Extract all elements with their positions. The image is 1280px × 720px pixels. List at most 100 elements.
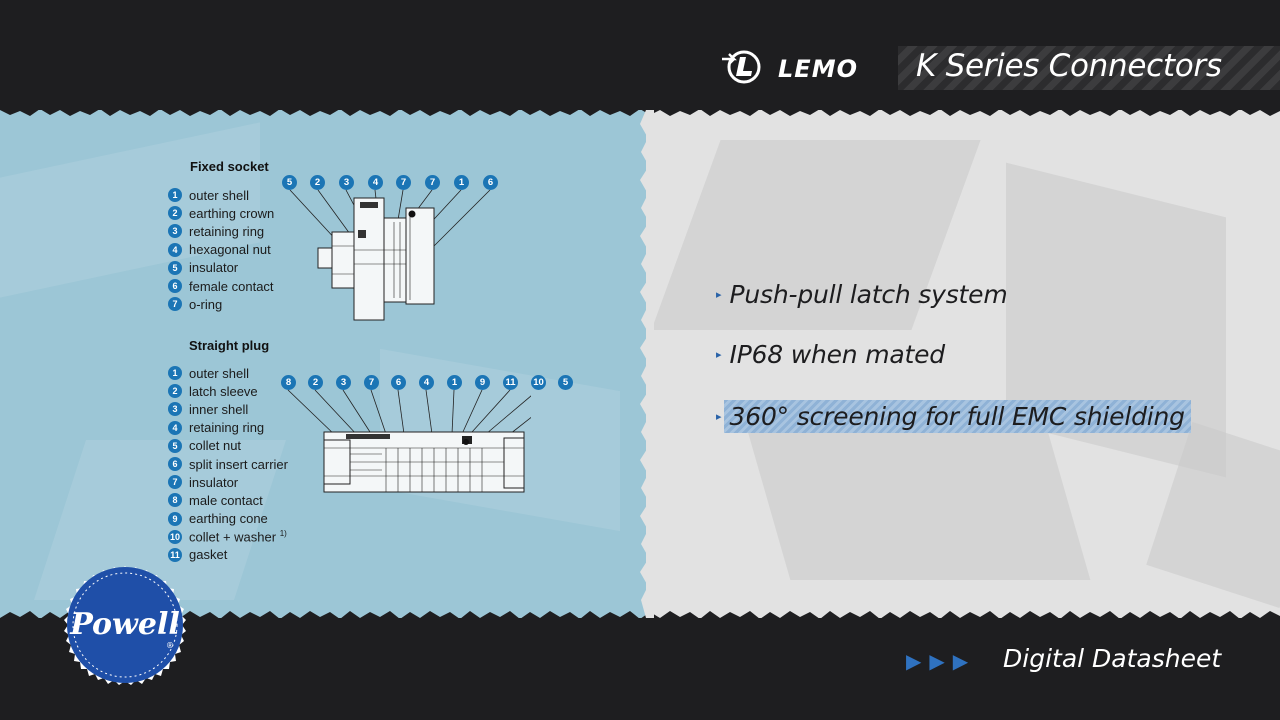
footer-bar xyxy=(0,618,1280,720)
callout-number: 8 xyxy=(168,493,182,508)
torn-edge-top xyxy=(0,104,1280,116)
legend-item: 3 retaining ring xyxy=(168,222,274,240)
legend-label: outer shell xyxy=(189,187,249,203)
lemo-logo: LEMO xyxy=(722,50,858,84)
callout-marker: 3 xyxy=(336,375,351,390)
legend-item: 3 inner shell xyxy=(168,400,288,418)
legend-item: 2 latch sleeve xyxy=(168,382,288,400)
play-arrows: ▶ ▶ ▶ xyxy=(906,651,968,671)
legend-label: earthing cone xyxy=(189,511,268,527)
callout-marker: 6 xyxy=(483,175,498,190)
callout-marker: 9 xyxy=(475,375,490,390)
callout-number: 7 xyxy=(168,475,182,490)
callout-marker: 5 xyxy=(558,375,573,390)
callout-marker: 1 xyxy=(454,175,469,190)
features-panel xyxy=(646,110,1280,618)
feature-item: ▸ IP68 when mated xyxy=(716,340,945,369)
legend-label: collet + washer 1) xyxy=(189,529,287,544)
callout-number: 10 xyxy=(168,529,182,544)
play-arrow-icon: ▶ xyxy=(929,649,945,673)
feature-text: 360° screening for full EMC shielding xyxy=(723,400,1191,433)
diagram-panel xyxy=(0,110,646,618)
legend-label: insulator xyxy=(189,260,239,276)
title-band xyxy=(898,46,1280,90)
bullet-triangle-icon: ▸ xyxy=(716,410,722,423)
legend-label: outer shell xyxy=(189,365,249,381)
callout-marker: 2 xyxy=(308,375,323,390)
legend-label-text: collet + washer xyxy=(189,529,277,545)
callout-marker: 8 xyxy=(281,375,296,390)
play-arrow-icon: ▶ xyxy=(952,649,969,673)
legend-label: male contact xyxy=(189,492,263,508)
lemo-emblem-icon xyxy=(722,50,761,84)
torn-edge-divider xyxy=(640,110,654,618)
callout-number: 3 xyxy=(168,224,182,239)
feature-item: ▸ Push-pull latch system xyxy=(716,280,1008,309)
callout-marker: 3 xyxy=(339,175,354,190)
legend-item: 6 split insert carrier xyxy=(168,455,288,473)
legend-item: 7 insulator xyxy=(168,473,288,491)
legend-label: hexagonal nut xyxy=(189,242,271,258)
straight-plug-title: Straight plug xyxy=(189,338,270,353)
play-arrow-icon: ▶ xyxy=(906,649,922,673)
fixed-socket-title: Fixed socket xyxy=(190,159,269,174)
legend-label: split insert carrier xyxy=(189,456,288,472)
callout-number: 6 xyxy=(168,457,182,472)
feature-text: Push-pull latch system xyxy=(729,280,1008,309)
feature-item-highlighted: ▸ 360° screening for full EMC shielding xyxy=(716,400,1191,433)
legend-label: collet nut xyxy=(189,438,242,454)
legend-label: retaining ring xyxy=(189,420,265,436)
series-title: K Series Connectors xyxy=(916,48,1222,84)
legend-item: 8 male contact xyxy=(168,491,288,509)
callout-marker: 7 xyxy=(396,175,411,190)
legend-item: 11 gasket xyxy=(168,546,288,564)
callout-number: 3 xyxy=(168,402,182,417)
legend-item: 9 earthing cone xyxy=(168,510,288,528)
callout-marker: 10 xyxy=(531,375,546,390)
straight-plug-callouts: 8 2 3 7 6 4 1 9 11 10 5 xyxy=(281,375,576,395)
powell-seal-icon xyxy=(64,566,186,685)
legend-item: 5 collet nut xyxy=(168,437,288,455)
feature-text: IP68 when mated xyxy=(729,340,946,369)
bullet-triangle-icon: ▸ xyxy=(716,348,722,361)
legend-label: o-ring xyxy=(189,296,223,312)
legend-label: retaining ring xyxy=(189,223,265,239)
callout-marker: 4 xyxy=(368,175,383,190)
callout-number: 9 xyxy=(168,511,182,526)
callout-marker: 5 xyxy=(282,175,297,190)
callout-number: 2 xyxy=(168,384,182,399)
callout-number: 11 xyxy=(168,547,182,562)
callout-marker: 11 xyxy=(503,375,518,390)
callout-number: 7 xyxy=(168,297,182,312)
digital-datasheet-label: Digital Datasheet xyxy=(1003,644,1222,673)
callout-marker: 1 xyxy=(447,375,462,390)
callout-number: 4 xyxy=(168,420,182,435)
fixed-socket-callouts: 5 2 3 4 7 7 1 6 xyxy=(282,175,502,195)
footnote-mark: 1) xyxy=(279,529,287,539)
callout-number: 1 xyxy=(168,366,182,381)
callout-number: 5 xyxy=(168,438,182,453)
legend-item: 10 collet + washer 1) xyxy=(168,528,288,546)
callout-marker: 7 xyxy=(364,375,379,390)
straight-plug-drawing xyxy=(287,390,531,493)
legend-item: 7 o-ring xyxy=(168,295,274,313)
legend-label: gasket xyxy=(189,547,228,563)
legend-label: insulator xyxy=(189,474,239,490)
legend-label: inner shell xyxy=(189,401,249,417)
legend-item: 6 female contact xyxy=(168,277,274,295)
bullet-triangle-icon: ▸ xyxy=(716,288,722,301)
legend-label: earthing crown xyxy=(189,205,275,221)
legend-item: 4 retaining ring xyxy=(168,419,288,437)
legend-label: female contact xyxy=(189,278,274,294)
callout-number: 6 xyxy=(168,279,182,294)
registered-mark: ® xyxy=(166,641,174,650)
callout-marker: 2 xyxy=(310,175,325,190)
legend-label: latch sleeve xyxy=(189,383,258,399)
lemo-wordmark: LEMO xyxy=(778,55,858,83)
